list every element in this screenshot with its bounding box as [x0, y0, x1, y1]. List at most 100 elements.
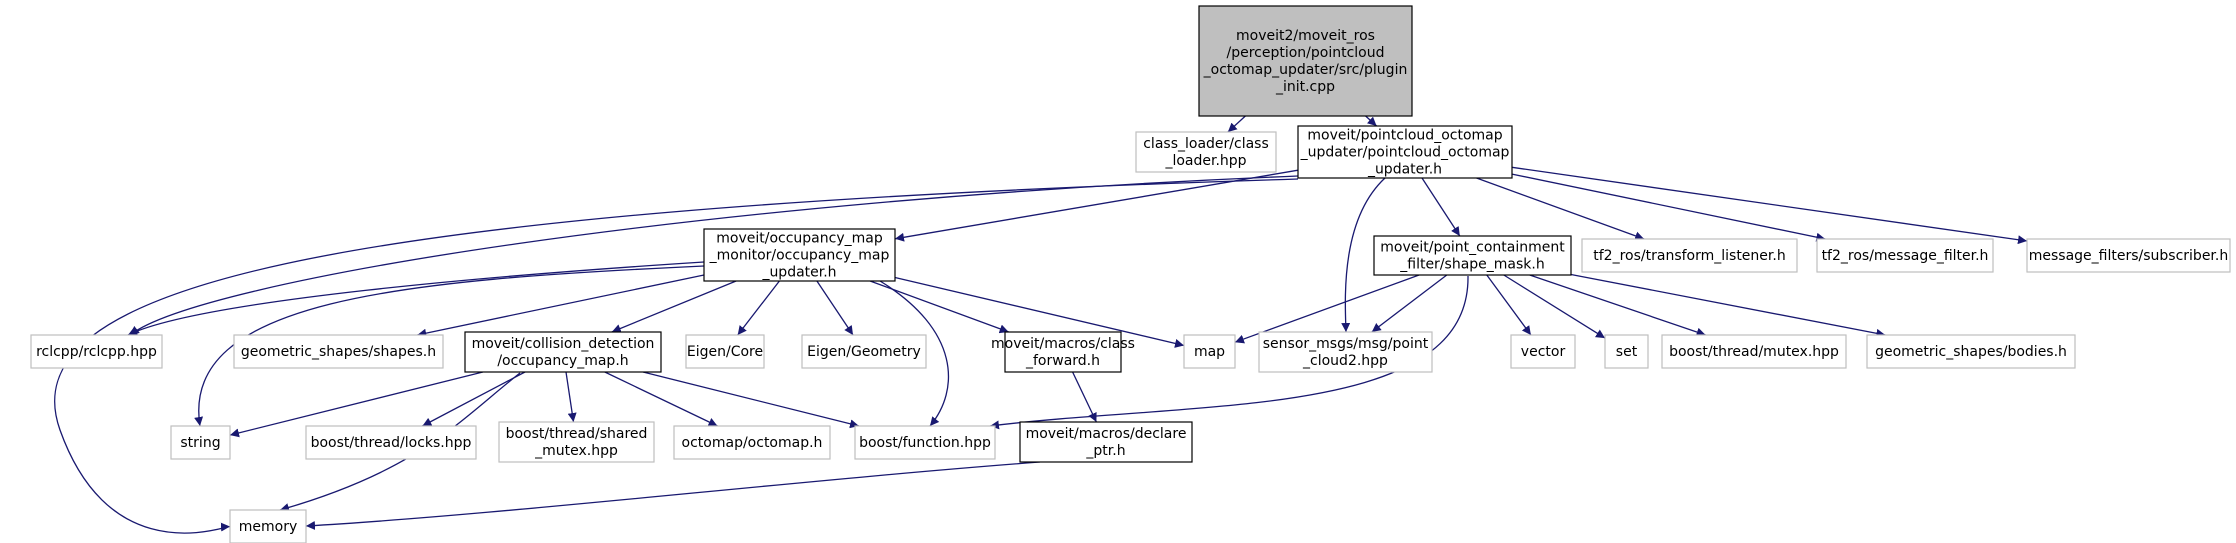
edge-occ_updater-to-geom_shapes: [417, 274, 705, 338]
node-octomap[interactable]: octomap/octomap.h: [673, 425, 831, 460]
node-label-line: tf2_ros/transform_listener.h: [1593, 248, 1785, 264]
edge-shape_mask-to-pc2: [1371, 274, 1448, 333]
node-box: [1258, 331, 1433, 373]
edge-occ_updater-to-map: [894, 276, 1185, 348]
edge-root-to-class_loader: [1227, 115, 1246, 133]
edge-shape_mask-to-vector: [1486, 274, 1532, 336]
edge-shape_mask-to-map: [1234, 274, 1420, 344]
node-box: [1604, 334, 1649, 369]
edge-occ_map-to-function: [642, 371, 860, 429]
node-geom_shapes[interactable]: geometric_shapes/shapes.h: [233, 334, 444, 369]
node-label-line: Eigen/Core: [687, 344, 763, 360]
node-label-line: moveit2/moveit_ros: [1236, 28, 1375, 44]
node-box: [1816, 238, 1994, 273]
node-label-line: memory: [239, 519, 298, 535]
node-label-line: boost/thread/mutex.hpp: [1669, 344, 1839, 360]
node-box: [1661, 334, 1847, 369]
node-box: [685, 334, 765, 369]
node-pc_updater[interactable]: moveit/pointcloud_octomap_updater/pointc…: [1297, 125, 1513, 179]
edge-occ_updater-to-occ_map: [611, 280, 737, 333]
node-label-line: Eigen/Geometry: [807, 344, 921, 360]
node-box: [801, 334, 927, 369]
edge-occ_updater-to-eigen_geom: [816, 280, 854, 336]
edge-pc_updater-to-pc2: [1341, 177, 1386, 333]
node-box: [233, 334, 444, 369]
node-class_loader[interactable]: class_loader/class_loader.hpp: [1135, 131, 1277, 173]
node-box: [1135, 131, 1277, 173]
node-shape_mask[interactable]: moveit/point_containment_filter/shape_ma…: [1373, 235, 1572, 276]
node-box: [1004, 331, 1122, 373]
node-label-line: _octomap_updater/src/plugin: [1203, 62, 1408, 78]
node-box: [464, 331, 662, 373]
node-locks[interactable]: boost/thread/locks.hpp: [305, 425, 477, 460]
node-label-line: _forward.h: [1025, 353, 1100, 369]
node-box: [1510, 334, 1576, 369]
node-eigen_core[interactable]: Eigen/Core: [685, 334, 765, 369]
node-tf2_listener[interactable]: tf2_ros/transform_listener.h: [1581, 238, 1798, 273]
edge-pc_updater-to-shape_mask: [1421, 177, 1461, 237]
node-label-line: _updater.h: [761, 265, 836, 281]
node-box: [1198, 5, 1413, 117]
node-label-line: map: [1194, 344, 1225, 360]
edge-occ_map-to-octomap: [604, 371, 718, 427]
node-box: [1866, 334, 2076, 369]
node-label-line: _ptr.h: [1085, 443, 1125, 459]
node-string[interactable]: string: [170, 425, 231, 460]
edge-pc_updater-to-msg_sub: [1511, 166, 2028, 245]
node-eigen_geom[interactable]: Eigen/Geometry: [801, 334, 927, 369]
node-tf2_filter[interactable]: tf2_ros/message_filter.h: [1816, 238, 1994, 273]
node-map[interactable]: map: [1183, 334, 1236, 369]
node-label-line: tf2_ros/message_filter.h: [1822, 248, 1989, 264]
node-box: [1581, 238, 1798, 273]
node-pc2[interactable]: sensor_msgs/msg/point_cloud2.hpp: [1258, 331, 1433, 373]
node-vector[interactable]: vector: [1510, 334, 1576, 369]
edge-pc_updater-to-rclcpp: [129, 175, 1299, 336]
edge-occ_map-to-string: [229, 371, 484, 438]
node-box: [1297, 125, 1513, 179]
node-label-line: octomap/octomap.h: [682, 435, 823, 451]
node-box: [703, 228, 896, 282]
node-memory[interactable]: memory: [229, 509, 307, 543]
node-shared_mutex[interactable]: boost/thread/shared_mutex.hpp: [498, 421, 655, 463]
edge-shape_mask-to-mutex: [1529, 274, 1706, 337]
node-box: [2026, 238, 2231, 273]
edge-occ_map-to-shared_mutex: [565, 371, 577, 423]
node-label-line: moveit/collision_detection: [472, 336, 655, 352]
node-label-line: moveit/macros/class: [991, 336, 1135, 352]
edge-occ_map-to-locks: [422, 371, 526, 427]
node-msg_sub[interactable]: message_filters/subscriber.h: [2026, 238, 2231, 273]
node-label-line: moveit/point_containment: [1380, 240, 1565, 256]
node-label-line: _loader.hpp: [1164, 153, 1246, 169]
node-label-line: _mutex.hpp: [534, 443, 618, 459]
node-box: [498, 421, 655, 463]
node-function[interactable]: boost/function.hpp: [854, 425, 996, 460]
node-label-line: message_filters/subscriber.h: [2029, 248, 2228, 264]
node-label-line: boost/thread/locks.hpp: [311, 435, 472, 451]
node-label-line: /occupancy_map.h: [497, 353, 628, 369]
node-class_fwd[interactable]: moveit/macros/class_forward.h: [991, 331, 1135, 373]
node-label-line: boost/thread/shared: [506, 426, 648, 442]
edge-pc_updater-to-tf2_listener: [1476, 177, 1645, 241]
edge-occ_updater-to-function: [879, 280, 950, 427]
node-label-line: _monitor/occupancy_map: [709, 248, 890, 264]
node-bodies[interactable]: geometric_shapes/bodies.h: [1866, 334, 2076, 369]
edge-root-to-pc_updater: [1365, 115, 1378, 127]
edge-shape_mask-to-bodies: [1570, 273, 1886, 338]
node-box: [170, 425, 231, 460]
edge-pc_updater-to-memory: [54, 178, 1299, 534]
node-declare_ptr[interactable]: moveit/macros/declare_ptr.h: [1019, 421, 1193, 463]
node-rclcpp[interactable]: rclcpp/rclcpp.hpp: [30, 334, 163, 369]
edges-layer: [54, 115, 2028, 534]
node-root[interactable]: moveit2/moveit_ros/perception/pointcloud…: [1198, 5, 1413, 117]
node-label-line: _filter/shape_mask.h: [1399, 257, 1544, 273]
node-box: [229, 509, 307, 543]
node-box: [305, 425, 477, 460]
node-box: [1373, 235, 1572, 276]
node-mutex[interactable]: boost/thread/mutex.hpp: [1661, 334, 1847, 369]
node-set[interactable]: set: [1604, 334, 1649, 369]
node-label-line: geometric_shapes/shapes.h: [241, 344, 436, 360]
node-occ_map[interactable]: moveit/collision_detection/occupancy_map…: [464, 331, 662, 373]
node-box: [1183, 334, 1236, 369]
node-label-line: moveit/pointcloud_octomap: [1307, 128, 1502, 144]
node-occ_updater[interactable]: moveit/occupancy_map_monitor/occupancy_m…: [703, 228, 896, 282]
